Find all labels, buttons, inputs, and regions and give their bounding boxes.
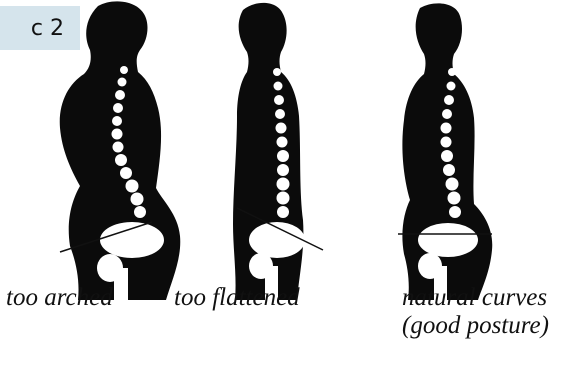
figure-natural-curves bbox=[390, 0, 510, 300]
caption-line: too arched bbox=[6, 284, 113, 312]
caption-too-flattened: too flattened bbox=[174, 284, 300, 312]
caption-line: (good posture) bbox=[402, 312, 549, 340]
too-flattened-silhouette bbox=[225, 0, 345, 300]
caption-line: too flattened bbox=[174, 284, 300, 312]
natural-curves-silhouette bbox=[390, 0, 510, 300]
figure-too-arched bbox=[40, 0, 210, 300]
caption-line: natural curves bbox=[402, 284, 549, 312]
caption-natural-curves: natural curves (good posture) bbox=[402, 284, 549, 340]
too-arched-silhouette bbox=[40, 0, 210, 300]
figure-too-flattened bbox=[225, 0, 345, 300]
caption-too-arched: too arched bbox=[6, 284, 113, 312]
